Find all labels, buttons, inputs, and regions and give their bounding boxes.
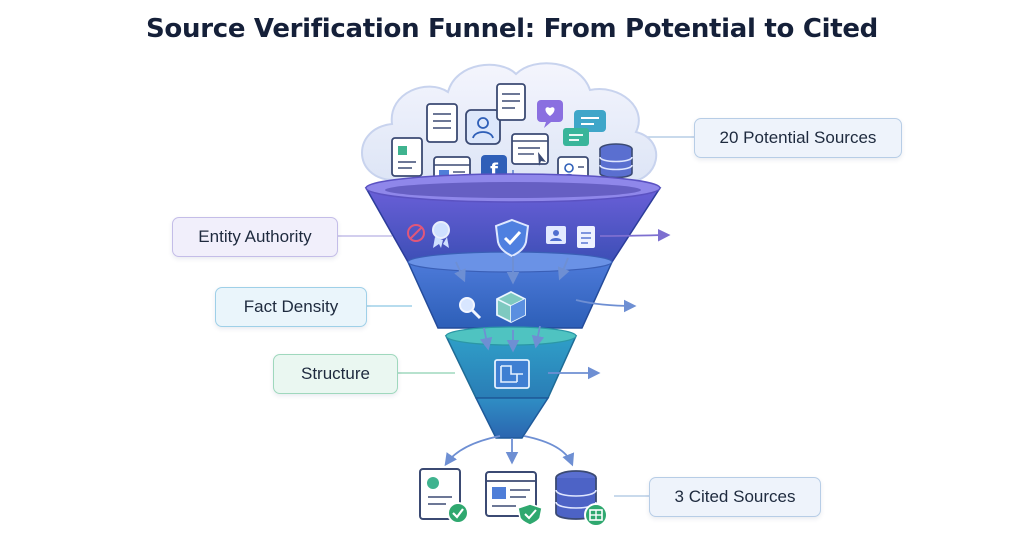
svg-text:f: f [490,160,498,181]
page-title: Source Verification Funnel: From Potenti… [146,14,878,44]
fact-density-label: Fact Density [215,287,367,327]
funnel-spout [474,397,550,439]
blueprint-icon [494,359,530,389]
database-icon [599,143,633,179]
output-arrows [444,435,575,467]
profile-card-icon [465,109,501,145]
document-icon [577,226,595,248]
structure-label: Structure [273,354,398,394]
document-icon [426,103,458,143]
entity-authority-label: Entity Authority [172,217,338,257]
no-entry-icon [407,224,425,242]
database-table-icon [555,470,608,527]
potential-sources-label: 20 Potential Sources [694,118,902,158]
document-icon [496,83,526,121]
verified-document-icon [419,468,469,524]
verified-webpage-icon [485,471,543,526]
flow-arrows [454,256,570,353]
webpage-cursor-icon [511,133,549,166]
cited-sources-label: 3 Cited Sources [649,477,821,517]
cube-icon [496,290,526,324]
source-cloud [361,62,658,184]
shield-check-icon [494,218,530,258]
chat-bubble-icon [563,128,589,146]
award-ribbon-icon [432,221,450,248]
magnifier-icon [459,297,482,320]
profile-card-icon [546,226,566,244]
document-icon [391,137,423,177]
heart-chat-icon [537,100,563,128]
rejection-arrows [548,228,671,380]
